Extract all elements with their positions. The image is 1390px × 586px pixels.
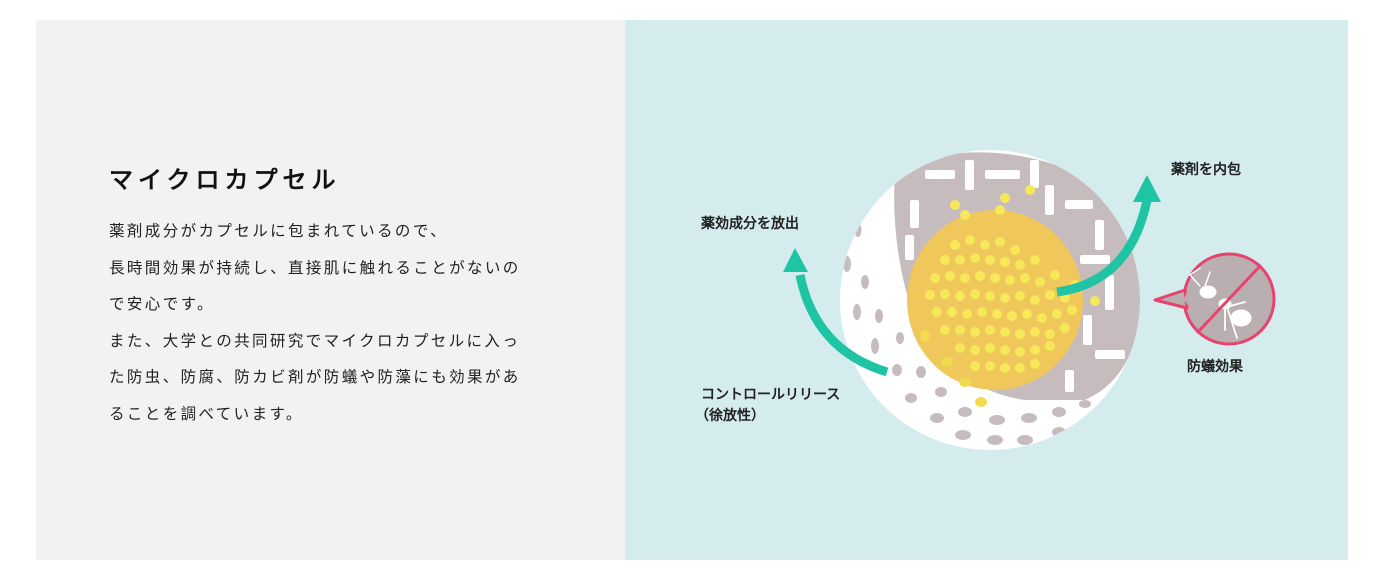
- microcapsule-diagram: [783, 150, 1276, 450]
- description-line: ることを調べています。: [109, 404, 304, 423]
- contain-label: 薬剤を内包: [1171, 162, 1241, 178]
- termite-effect-label: 防蟻効果: [1187, 359, 1243, 375]
- text-panel: マイクロカプセル 薬剤成分がカプセルに包まれているので、 長時間効果が持続し、直…: [36, 20, 625, 560]
- microcapsule-icon: [840, 150, 1140, 450]
- description-line: また、大学との共同研究でマイクロカプセルに入っ: [109, 331, 521, 350]
- release-arrow-icon: [783, 248, 889, 377]
- microcapsule-section: マイクロカプセル 薬剤成分がカプセルに包まれているので、 長時間効果が持続し、直…: [36, 20, 1348, 560]
- section-description: 薬剤成分がカプセルに包まれているので、 長時間効果が持続し、直接肌に触れることが…: [109, 213, 569, 432]
- slow-release-label: （徐放性）: [695, 408, 765, 424]
- diagram-panel: 薬効成分を放出 薬剤を内包 コントロールリリース （徐放性） 防蟻効果: [625, 20, 1348, 560]
- description-line: た防虫、防腐、防カビ剤が防蟻や防藻にも効果があ: [109, 368, 521, 386]
- section-title: マイクロカプセル: [109, 166, 341, 194]
- release-label: 薬効成分を放出: [701, 216, 799, 232]
- description-line: 薬剤成分がカプセルに包まれているので、: [109, 222, 449, 240]
- description-line: 長時間効果が持続し、直接肌に触れることがないの: [109, 258, 521, 277]
- no-ant-icon: [1153, 252, 1276, 346]
- contain-arrow-icon: [1056, 175, 1161, 297]
- controlled-release-label: コントロールリリース: [701, 387, 841, 403]
- description-line: で安心です。: [109, 295, 215, 313]
